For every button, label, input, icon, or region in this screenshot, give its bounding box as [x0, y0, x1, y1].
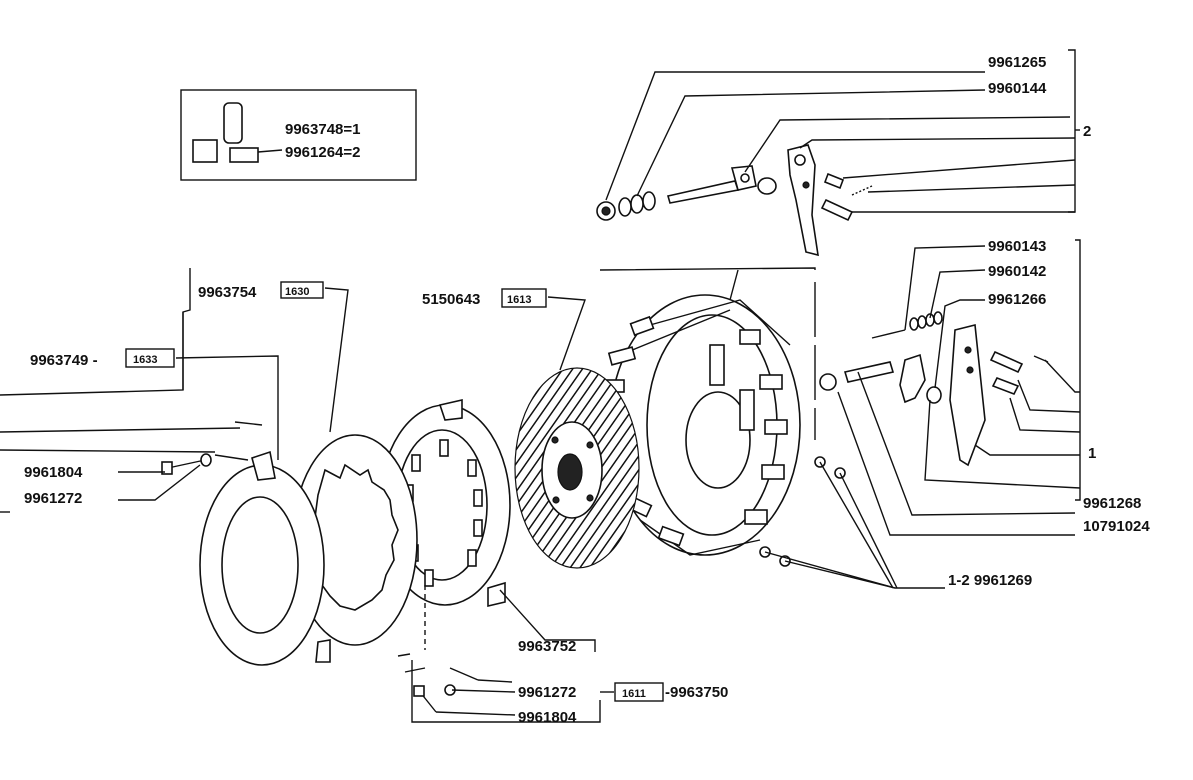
part-label-9961804-left: 9961804	[24, 464, 83, 481]
bolt-left	[161, 421, 263, 475]
ref-box-1611-text: 1611	[622, 688, 646, 700]
part-label-1: 1	[1088, 445, 1096, 462]
diaphragm-spring	[292, 434, 418, 646]
part-label-9961269: 1-2 9961269	[948, 572, 1032, 589]
ref-box-1633-text: 1633	[133, 354, 157, 366]
cylinder-part-icon	[223, 102, 243, 144]
ref-box-1630	[280, 281, 324, 299]
part-label-9963754: 9963754	[198, 284, 257, 301]
leader-lines-left	[0, 268, 614, 723]
part-label-9960144: 9960144	[988, 80, 1047, 97]
part-label-9961268: 9961268	[1083, 495, 1141, 512]
part-label-9961266: 9961266	[988, 291, 1046, 308]
part-label-9960142: 9960142	[988, 263, 1046, 280]
flywheel-ring	[199, 450, 331, 666]
part-label-9960143: 9960143	[988, 238, 1046, 255]
part-label-5150643: 5150643	[422, 291, 480, 308]
bracket-part-icon	[192, 139, 218, 163]
inset-label-1: 9963748=1	[285, 121, 361, 138]
leader-lines-top	[605, 49, 1080, 213]
part-label-2: 2	[1083, 123, 1091, 140]
inset-label-2: 9961264=2	[285, 144, 361, 161]
part-label-9963749: 9963749 -	[30, 352, 98, 369]
part-label-9961272-left: 9961272	[24, 490, 82, 507]
part-label-10791024: 10791024	[1083, 518, 1150, 535]
clutch-friction-disc	[514, 367, 640, 569]
right-lever-group	[759, 311, 1049, 567]
part-label-9963752: 9963752	[518, 638, 576, 655]
part-label-9961265: 9961265	[988, 54, 1046, 71]
ref-box-1611	[614, 682, 664, 702]
ref-box-1630-text: 1630	[285, 286, 309, 298]
inset-panel: 9963748=1 9961264=2	[180, 89, 417, 181]
bottom-small-parts	[397, 585, 479, 713]
part-label-9961804-bottom: 9961804	[518, 709, 577, 726]
part-label-9963750: -9963750	[665, 684, 728, 701]
leader-lines-right	[599, 239, 1081, 589]
release-lever-group	[596, 144, 873, 257]
ref-box-1633	[125, 348, 175, 368]
part-label-9961272-bottom: 9961272	[518, 684, 576, 701]
ref-box-1613	[501, 288, 547, 308]
clip-part-icon	[229, 147, 259, 163]
ref-box-1613-text: 1613	[507, 294, 531, 306]
